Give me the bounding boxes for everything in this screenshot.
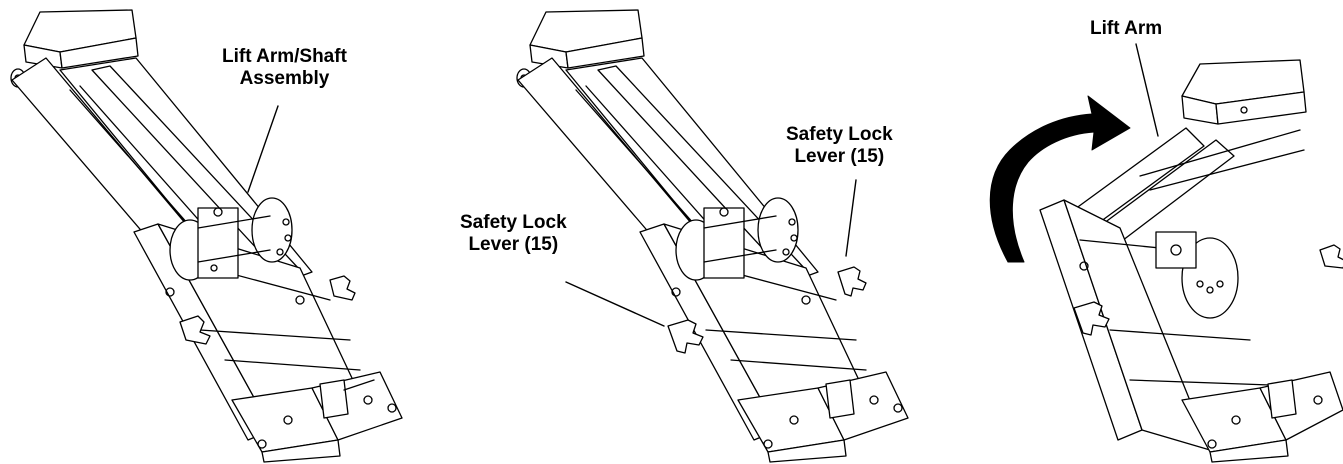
label-lift-arm: Lift Arm (1090, 18, 1163, 39)
label-lift-arm-shaft-assembly: Lift Arm/Shaft Assembly (222, 46, 347, 89)
panel-2-lift-assembly (516, 9, 909, 463)
safety-lock-lever-panel3-left (1073, 301, 1110, 336)
leader-lift-arm-shaft (247, 105, 279, 193)
panel-1-lift-assembly (10, 9, 403, 463)
label-safety-lock-lever-left: Safety Lock Lever (15) (460, 212, 567, 255)
leader-safety-lock-right (845, 179, 857, 257)
safety-lock-lever-panel3-right (1319, 244, 1343, 269)
leader-safety-lock-left (565, 281, 665, 327)
leader-lift-arm (1135, 43, 1159, 137)
safety-lock-lever-left (667, 319, 704, 354)
lift-direction-arrow-icon (989, 95, 1131, 263)
panel-3-lift-assembly (1039, 59, 1343, 463)
safety-lock-lever-right (837, 266, 867, 297)
label-safety-lock-lever-right: Safety Lock Lever (15) (786, 124, 893, 167)
